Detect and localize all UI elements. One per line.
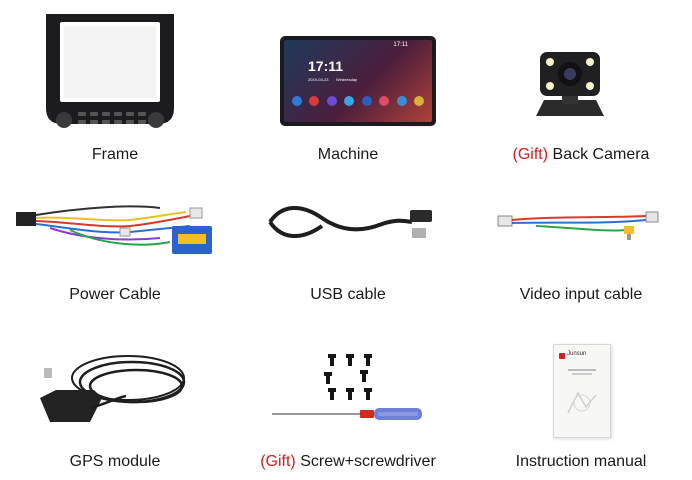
manual-logo-icon <box>559 353 565 359</box>
manual-brand: Junsun <box>567 351 587 357</box>
gps-module-caption: GPS module <box>0 453 230 471</box>
screws-screwdriver-image <box>268 350 428 426</box>
manual-booklet: Junsun <box>553 344 611 438</box>
back-camera-image <box>532 48 608 122</box>
instruction-manual-caption: Instruction manual <box>466 453 692 471</box>
manual-illustration <box>567 391 597 414</box>
gift-tag: (Gift) <box>260 453 296 470</box>
app-icon <box>361 96 372 106</box>
caption-label: Back Camera <box>548 146 650 163</box>
caption-label: Instruction manual <box>515 453 647 470</box>
caption-label: Screw+screwdriver <box>295 453 436 470</box>
usb-cable-image <box>262 200 438 244</box>
app-icon <box>379 96 390 106</box>
gps-module-image <box>36 348 192 430</box>
video-input-cable-caption: Video input cable <box>466 286 692 304</box>
app-icon <box>326 96 337 106</box>
status-clock: 17:11 <box>393 42 408 48</box>
power-cable-image <box>10 198 226 260</box>
machine-image: 17:11 17:11 2019-03-23 Wednesday <box>280 36 436 126</box>
caption-label: Frame <box>91 146 139 163</box>
caption-label: Video input cable <box>519 286 643 303</box>
screws-caption: (Gift) Screw+screwdriver <box>233 453 463 471</box>
app-icon <box>292 96 302 106</box>
instruction-manual-image: Junsun <box>553 344 611 438</box>
app-icon <box>396 96 407 106</box>
usb-cable-caption: USB cable <box>233 286 463 304</box>
back-camera-caption: (Gift) Back Camera <box>466 146 692 164</box>
date-display: 2019-03-23 <box>308 77 329 82</box>
caption-label: GPS module <box>69 453 161 470</box>
head-unit-screen: 17:11 17:11 2019-03-23 Wednesday <box>280 36 436 126</box>
weekday-display: Wednesday <box>336 77 358 82</box>
clock-display: 17:11 <box>308 58 344 74</box>
caption-label: Machine <box>317 146 379 163</box>
power-cable-caption: Power Cable <box>0 286 230 304</box>
frame-image <box>40 12 180 134</box>
app-icon <box>344 96 355 106</box>
app-icon <box>309 96 320 106</box>
video-input-cable-image <box>496 206 662 242</box>
frame-caption: Frame <box>0 146 230 164</box>
gift-tag: (Gift) <box>512 146 549 163</box>
caption-label: Power Cable <box>69 286 161 303</box>
caption-label: USB cable <box>310 286 386 303</box>
machine-caption: Machine <box>233 146 463 164</box>
app-icon <box>413 96 424 106</box>
